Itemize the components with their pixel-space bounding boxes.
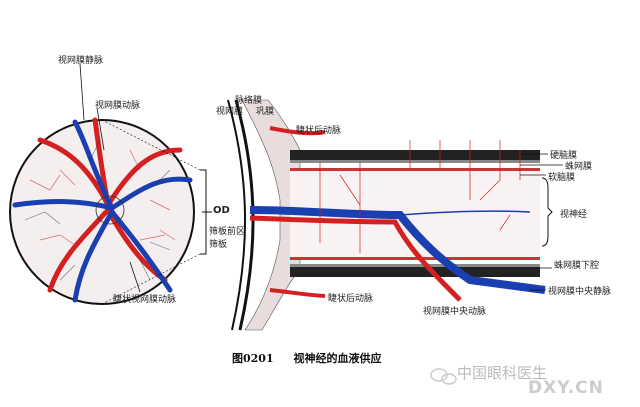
caption-title: 视神经的血液供应 xyxy=(293,352,382,365)
fundus-view xyxy=(9,63,195,305)
central-retinal-vein xyxy=(249,206,546,294)
label-arachnoid: 蛛网膜 xyxy=(565,162,593,172)
label-central-retinal-artery: 视网膜中央动脉 xyxy=(423,307,487,317)
caption-number: 图0201 xyxy=(232,352,274,365)
label-prelaminar: 筛板前区 xyxy=(209,227,246,237)
label-dura: 硬脑膜 xyxy=(550,151,578,161)
label-central-retinal-vein: 视网膜中央静脉 xyxy=(548,287,612,297)
watermark-text: 中国眼科医生 xyxy=(457,364,548,382)
label-subarachnoid-space: 蛛网膜下腔 xyxy=(554,261,600,271)
label-retinal-artery: 视网膜动脉 xyxy=(95,101,141,111)
label-posterior-ciliary-artery-bottom: 睫状后动脉 xyxy=(328,294,374,304)
label-lamina-cribrosa: 筛板 xyxy=(209,240,228,250)
label-sclera: 巩膜 xyxy=(256,107,275,117)
label-pia: 软脑膜 xyxy=(548,173,576,183)
wechat-icon xyxy=(430,368,457,385)
label-retinal-vein: 视网膜静脉 xyxy=(58,56,104,66)
label-cilioretinal-artery: 睫状视网膜动脉 xyxy=(113,295,177,305)
label-choroid: 脉络膜 xyxy=(235,96,263,106)
label-optic-nerve: 视神经 xyxy=(560,210,588,220)
eye-wall xyxy=(227,99,301,331)
central-retinal-artery xyxy=(249,215,462,302)
label-posterior-ciliary-artery-top: 睫状后动脉 xyxy=(296,126,342,136)
figure-caption: 图0201 视神经的血液供应 xyxy=(232,350,381,366)
label-retina: 视网膜 xyxy=(216,107,244,117)
label-od: OD xyxy=(213,205,230,216)
watermark-site: DXY.CN xyxy=(528,378,604,398)
